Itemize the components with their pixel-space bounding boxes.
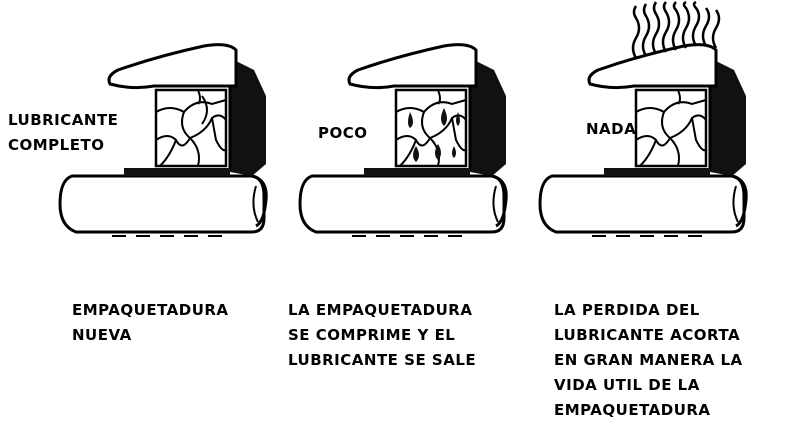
panel3-caption: LA PERDIDA DEL LUBRICANTE ACORTA EN GRAN… (554, 298, 743, 423)
panel3-caption-line5: EMPAQUETADURA (554, 401, 711, 419)
panel3-caption-line4: VIDA UTIL DE LA (554, 376, 700, 394)
panel1-label: LUBRICANTE COMPLETO (8, 108, 118, 158)
gland-illustration-little (298, 43, 508, 238)
panel1-label-line1: LUBRICANTE (8, 111, 119, 129)
gland-illustration-none (538, 0, 748, 238)
panel2-label: POCO (318, 124, 368, 142)
panel3-label-line1: NADA (586, 120, 637, 138)
panel3-caption-line3: EN GRAN MANERA LA (554, 351, 743, 369)
panel2-caption-line3: LUBRICANTE SE SALE (288, 351, 477, 369)
panel3-label: NADA (586, 120, 636, 138)
panel2-label-line1: POCO (318, 124, 368, 142)
panel1-caption-line2: NUEVA (72, 326, 132, 344)
panel1-caption: EMPAQUETADURA NUEVA (72, 298, 229, 348)
panel2-caption: LA EMPAQUETADURA SE COMPRIME Y EL LUBRIC… (288, 298, 476, 373)
gland-illustration-full (58, 43, 268, 238)
panel3-caption-line2: LUBRICANTE ACORTA (554, 326, 741, 344)
heat-waves-icon (631, 0, 721, 59)
panel1-label-line2: COMPLETO (8, 136, 105, 154)
panel1-caption-line1: EMPAQUETADURA (72, 301, 229, 319)
panel3-caption-line1: LA PERDIDA DEL (554, 301, 700, 319)
panel2-caption-line1: LA EMPAQUETADURA (288, 301, 473, 319)
panel2-caption-line2: SE COMPRIME Y EL (288, 326, 456, 344)
